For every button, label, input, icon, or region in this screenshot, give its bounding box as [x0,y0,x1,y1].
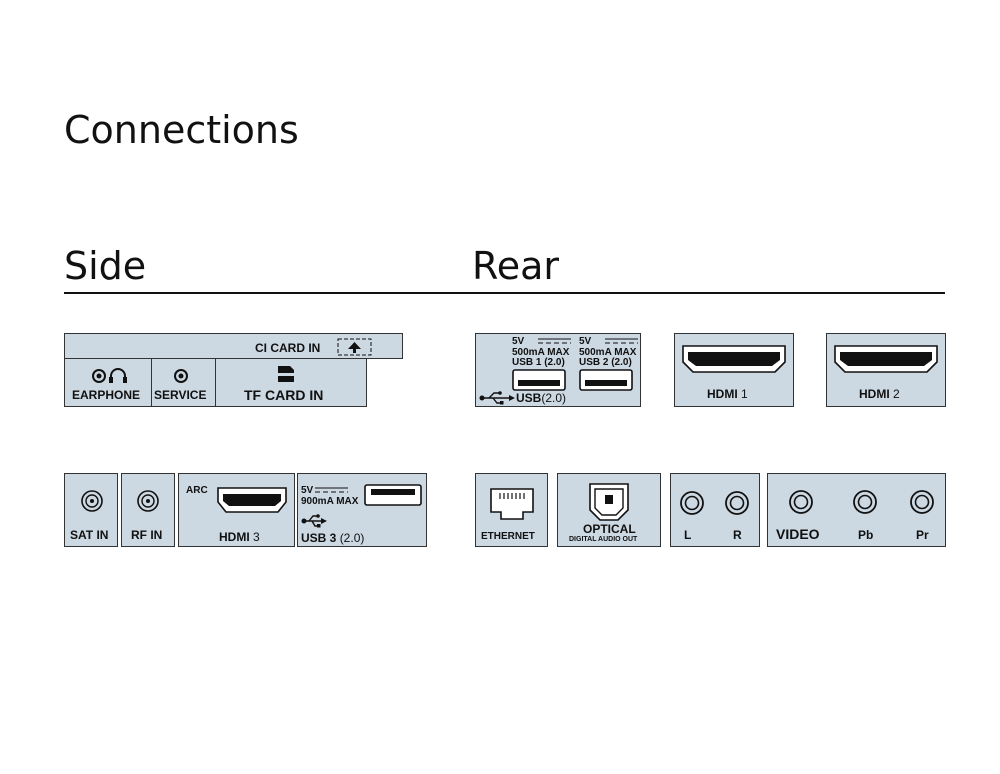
usb12-label: USB(2.0) [516,391,566,405]
pb-label: Pb [858,528,874,542]
heading-divider [64,292,945,294]
usb12-label-text: USB [516,391,542,405]
hdmi-port-icon [834,345,938,373]
section-rear-heading: Rear [472,244,559,288]
optical-sublabel: DIGITAL AUDIO OUT [569,536,638,543]
usb3-power-v: 5V [301,485,314,496]
usb1-port-icon [512,369,566,391]
rf-in-label: RF IN [131,528,163,542]
audio-lr-ports: L R [670,473,760,547]
service-label: SERVICE [154,388,207,402]
tf-card-label: TF CARD IN [244,387,324,403]
toslink-port-icon [589,483,629,521]
earphone-label: EARPHONE [72,388,141,402]
ethernet-label: ETHERNET [481,531,535,542]
hdmi-port-icon [217,487,287,513]
headphones-icon [92,368,127,383]
usb-symbol-icon [479,391,515,405]
dc-symbol-icon [538,338,571,344]
usb1-power-ma: 500mA MAX [512,347,570,358]
audio-right-label: R [733,528,742,542]
usb3-label: USB 3 (2.0) [301,531,364,545]
ethernet-port: ETHERNET [475,473,548,547]
usb3-port: 5V 900mA MAX USB 3 (2.0) [297,473,427,547]
hdmi1-label: HDMI 1 [707,387,748,401]
sat-in-label: SAT IN [70,528,109,542]
tf-card-slot: TF CARD IN [215,358,367,407]
rca-jack-icon [910,490,934,514]
hdmi3-label-text: HDMI [219,530,250,544]
service-jack-icon [174,369,188,383]
usb1-power-v: 5V [512,336,525,347]
usb12-version: (2.0) [541,391,567,405]
hdmi2-label: HDMI 2 [859,387,900,401]
sat-in-port: SAT IN [64,473,118,547]
rca-jack-icon [853,490,877,514]
usb2-power-v: 5V [579,336,592,347]
audio-left-label: L [684,528,692,542]
pr-label: Pr [916,528,929,542]
optical-label: OPTICAL [583,522,636,536]
usb-symbol-icon [301,514,327,528]
hdmi3-port: ARC HDMI 3 [178,473,295,547]
dc-symbol-icon [315,487,348,493]
earphone-port: EARPHONE [64,358,152,407]
hdmi1-label-text: HDMI [707,387,738,401]
usb3-power-ma: 900mA MAX [301,496,359,507]
hdmi2-label-text: HDMI [859,387,890,401]
coax-connector-icon [81,490,103,512]
ci-card-strip: CI CARD IN [64,333,403,359]
ci-card-label: CI CARD IN [255,341,321,355]
hdmi1-port: HDMI 1 [674,333,794,407]
usb2-name: USB 2 (2.0) [579,357,632,368]
hdmi1-number: 1 [741,387,748,401]
video-label: VIDEO [776,526,820,542]
usb12-ports: 5V 500mA MAX USB 1 (2.0) 5V 500mA MAX US… [475,333,641,407]
hdmi3-label: HDMI 3 [219,530,260,544]
section-side-heading: Side [64,244,147,288]
rca-jack-icon [725,491,749,515]
sd-card-icon [278,366,294,382]
eject-arrow-icon [337,338,372,356]
hdmi-port-icon [682,345,786,373]
optical-port: OPTICAL DIGITAL AUDIO OUT [557,473,661,547]
usb-a-port-icon [364,484,422,506]
usb1-name: USB 1 (2.0) [512,357,565,368]
rca-jack-icon [789,490,813,514]
rj45-port-icon [490,488,534,520]
hdmi2-port: HDMI 2 [826,333,946,407]
usb2-port-icon [579,369,633,391]
hdmi2-number: 2 [893,387,900,401]
component-video-ports: VIDEO Pb Pr [767,473,946,547]
usb3-version: (2.0) [339,531,365,545]
usb2-power-ma: 500mA MAX [579,347,637,358]
rf-in-port: RF IN [121,473,175,547]
dc-symbol-icon [605,338,638,344]
hdmi3-arc-label: ARC [186,485,208,496]
coax-connector-icon [137,490,159,512]
page-title: Connections [64,108,299,152]
usb3-label-text: USB 3 [301,531,337,545]
hdmi3-number: 3 [253,530,260,544]
service-port: SERVICE [151,358,216,407]
rca-jack-icon [680,491,704,515]
